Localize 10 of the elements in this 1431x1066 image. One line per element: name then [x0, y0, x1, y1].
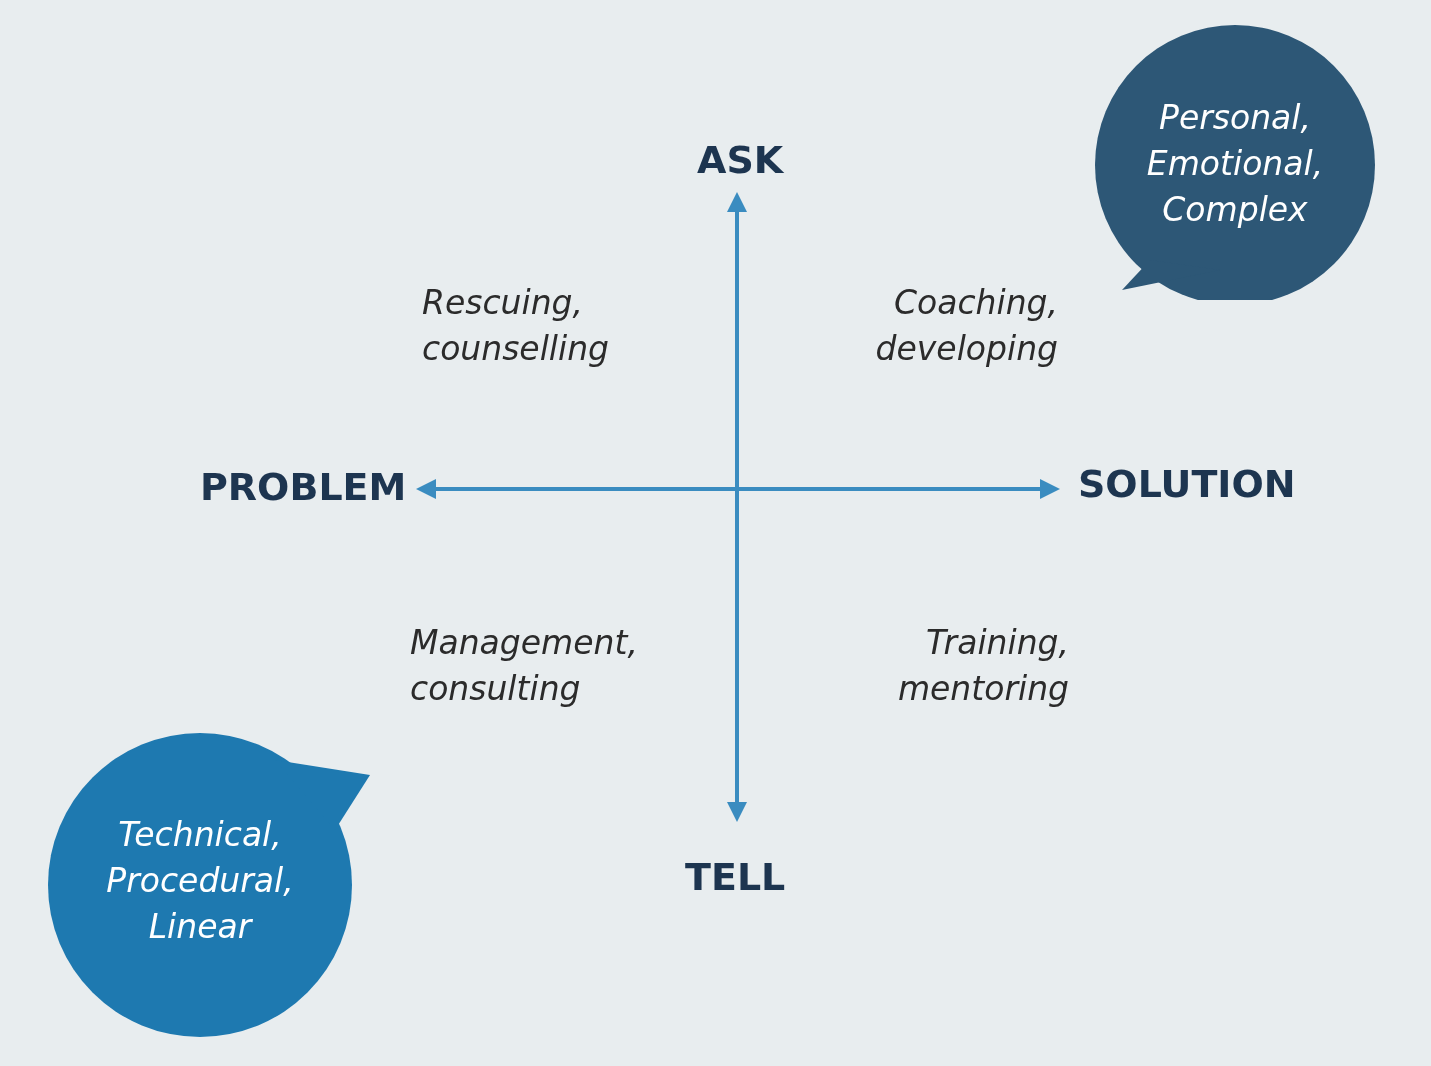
axis-label: TELL [685, 855, 786, 899]
bubble-text: Personal, Emotional, Complex [1145, 97, 1325, 231]
quadrant-label: Management, consulting [410, 622, 639, 710]
quadrant-label: Training, mentoring [896, 622, 1069, 710]
quadrant-label: Rescuing, counselling [422, 282, 611, 370]
axis-label: ASK [697, 138, 784, 182]
bubble-text: Technical, Procedural, Linear [105, 814, 295, 948]
axis-label: SOLUTION [1078, 462, 1296, 506]
quadrant-label: Coaching, developing [874, 282, 1058, 370]
axis-label: PROBLEM [200, 465, 407, 509]
